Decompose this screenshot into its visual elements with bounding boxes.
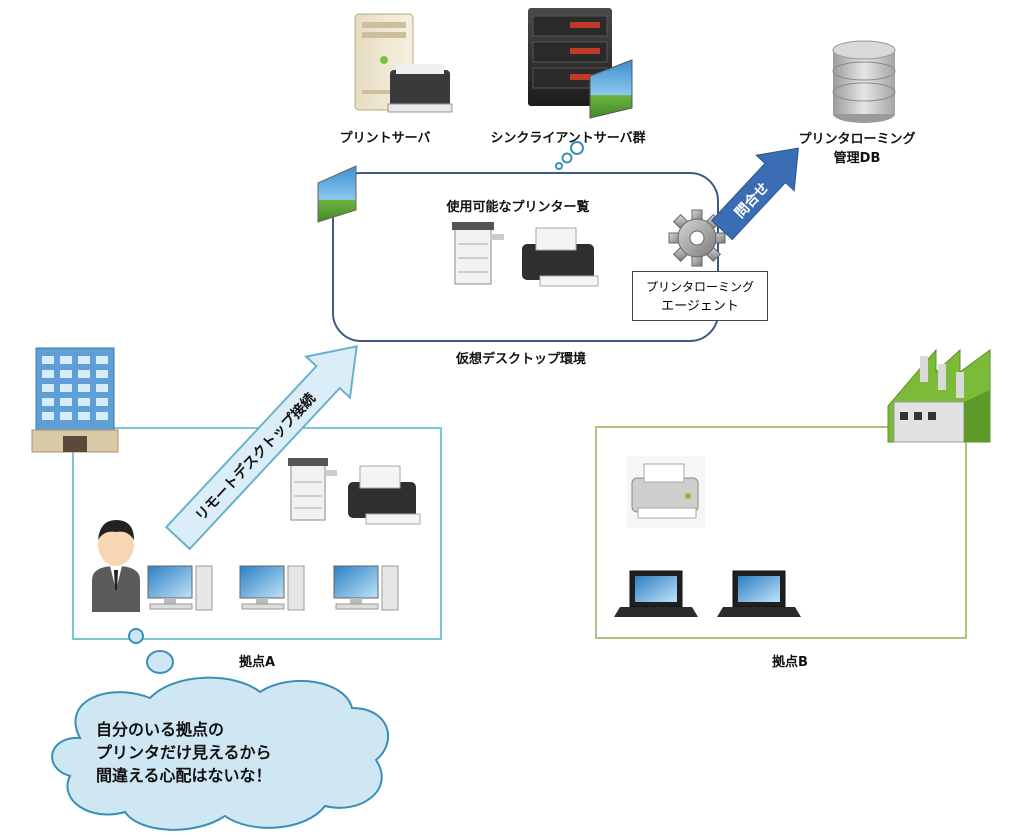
roaming-agent-line2: エージェント: [661, 299, 739, 314]
printer-icon-vdi: [522, 227, 599, 287]
laptop-icon-1: [614, 570, 698, 617]
thought-bubble-line3: 間違える心配はないな！: [96, 766, 272, 785]
management-db-icon: [832, 40, 896, 123]
site-a-frame: [72, 427, 442, 640]
thought-bubble-line1: 自分のいる拠点の: [96, 720, 225, 739]
thought-bubble: [51, 628, 390, 831]
roaming-agent-box: プリンタローミング エージェント: [632, 271, 768, 321]
desktop-pc-icon-2: [239, 565, 305, 611]
desktop-pc-icon-1: [147, 565, 213, 611]
copier-icon-site-a: [288, 458, 337, 521]
vdi-environment-label: 仮想デスクトップ環境: [455, 352, 587, 367]
management-db-label-line2: 管理DB: [833, 151, 881, 166]
laptop-icon-2: [717, 570, 801, 617]
connector-dots: [555, 141, 584, 170]
thin-client-servers-label: シンクライアントサーバ群: [490, 131, 646, 146]
office-building-icon: [31, 347, 119, 453]
site-b-frame: [595, 426, 967, 639]
print-server-label: プリントサーバ: [339, 131, 431, 146]
printer-list-title: 使用可能なプリンター覧: [446, 200, 590, 215]
thought-bubble-text: 自分のいる拠点の プリンタだけ見えるから 間違える心配はないな！: [96, 718, 396, 787]
management-db-label-line1: プリンタローミング: [798, 132, 916, 147]
roaming-agent-line1: プリンタローミング: [645, 280, 754, 294]
thought-bubble-line2: プリンタだけ見えるから: [96, 743, 272, 762]
printer-icon-site-a: [348, 465, 421, 525]
site-a-label: 拠点A: [238, 655, 276, 670]
site-b-label: 拠点B: [772, 655, 808, 670]
query-arrow: 問合せ: [711, 147, 799, 241]
user-avatar-icon: [92, 520, 140, 612]
copier-icon-vdi: [452, 222, 504, 285]
remote-desktop-arrow: リモートデスクトップ接続: [164, 345, 358, 551]
printer-icon-site-b: [627, 456, 705, 528]
gear-icon: [668, 209, 726, 267]
desktop-pc-icon-3: [333, 565, 399, 611]
thin-client-server-rack-icon: [528, 8, 633, 119]
factory-icon: [887, 348, 991, 443]
print-server-icon: [354, 13, 453, 113]
desktop-wallpaper-icon: [317, 165, 357, 223]
